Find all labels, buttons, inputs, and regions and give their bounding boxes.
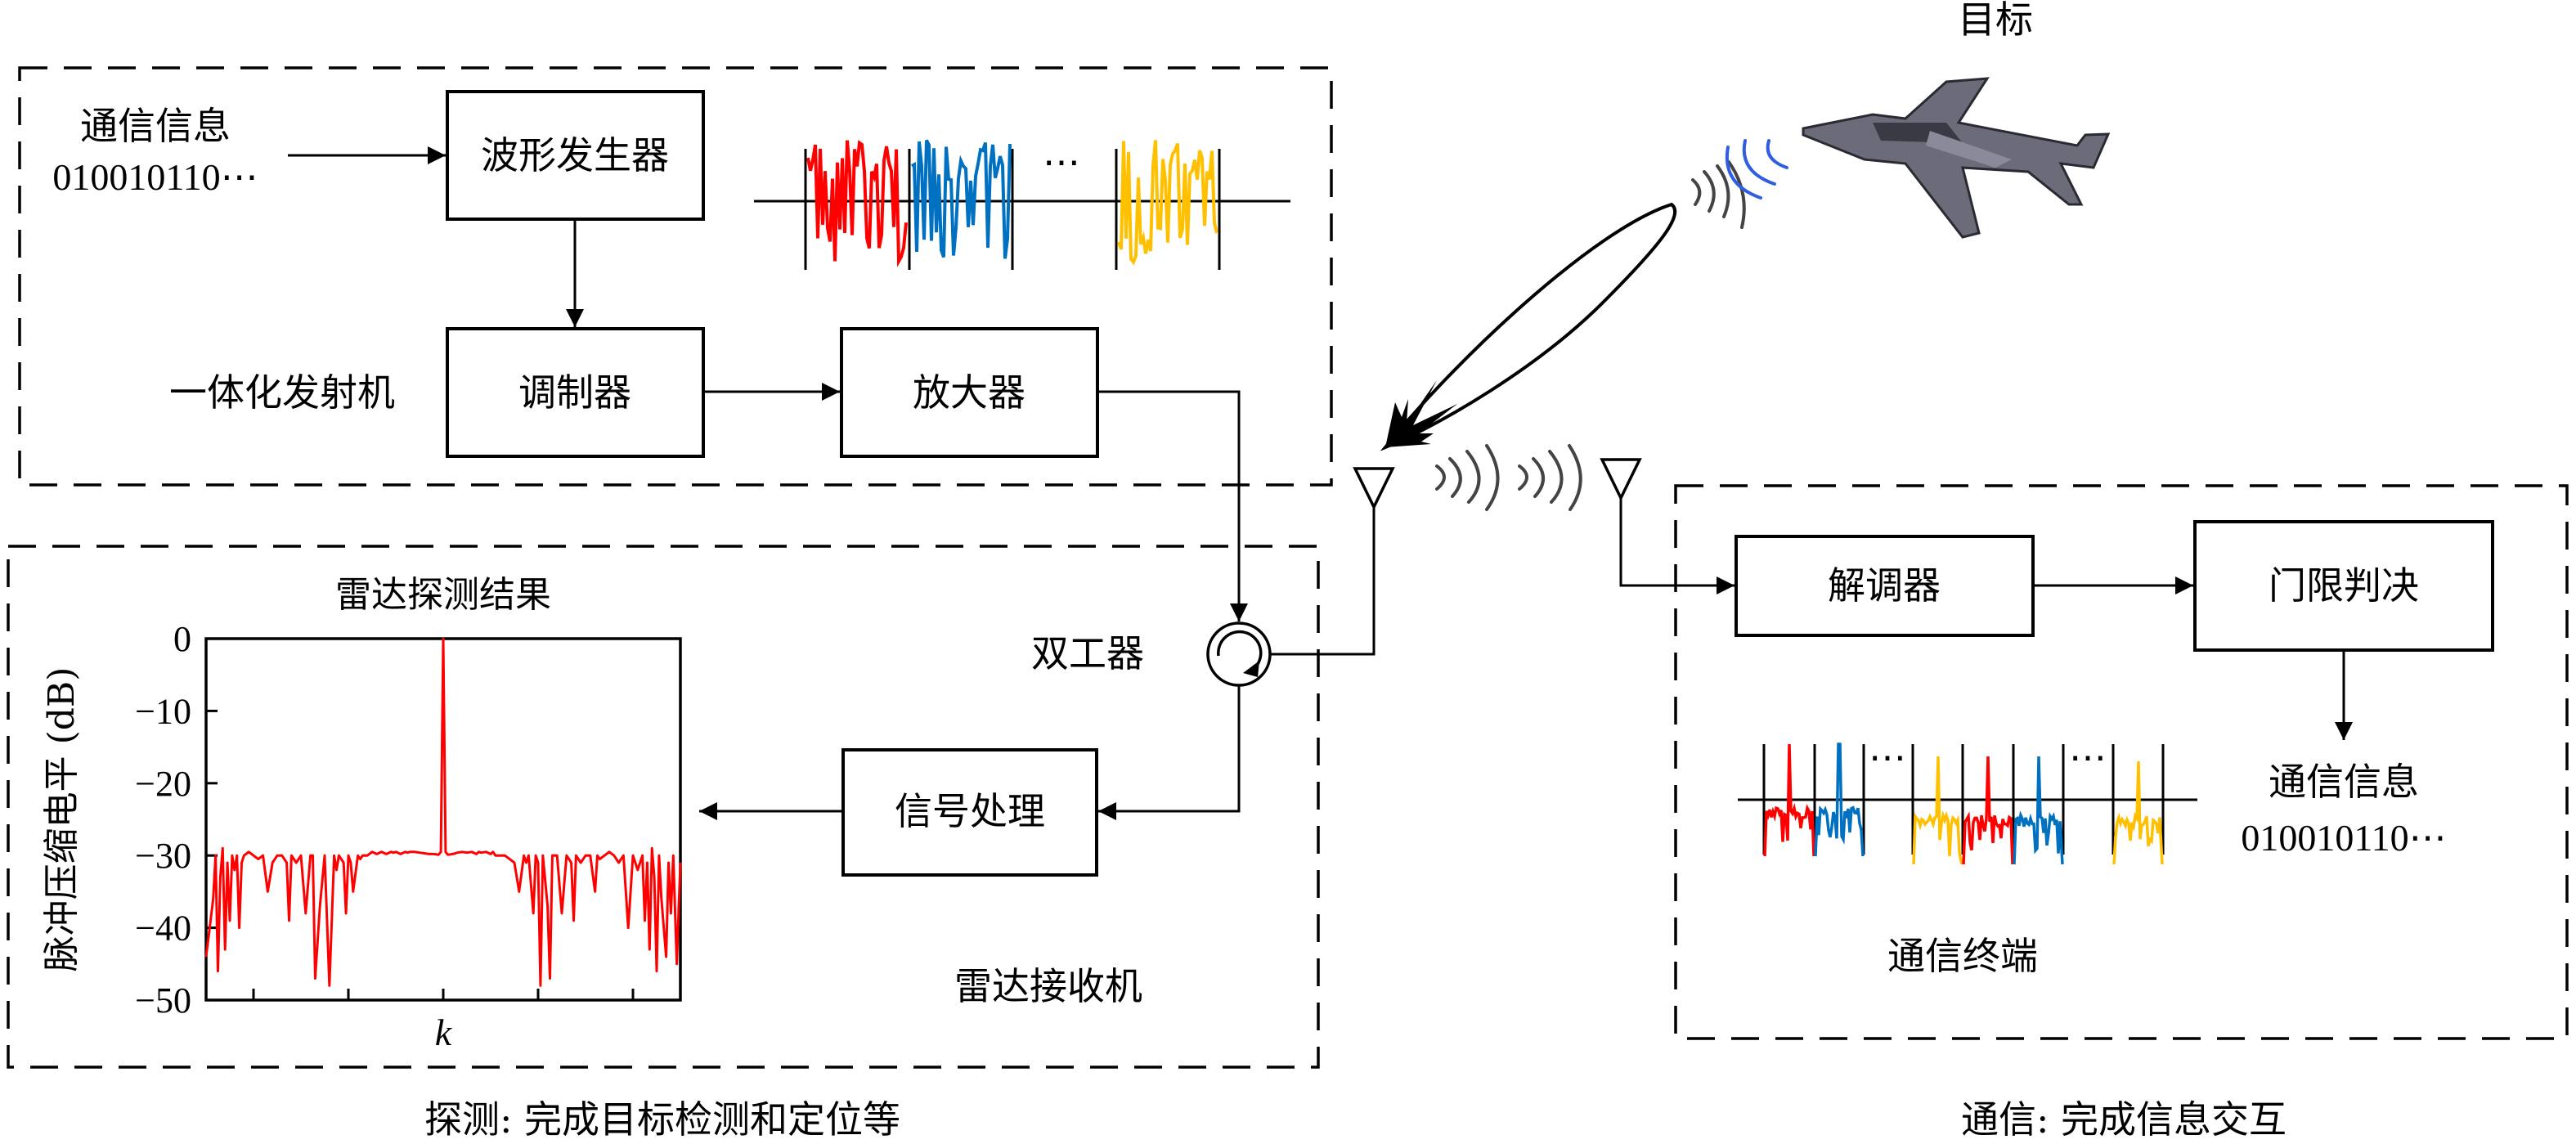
- caption-communication: 通信: 完成信息交互: [1961, 1097, 2287, 1142]
- tx-waveform-burst: [806, 140, 908, 267]
- chart-series-line: [204, 637, 682, 987]
- caption-detection: 探测: 完成目标检测和定位等: [424, 1097, 900, 1142]
- rx-pulse-illustration: ⋯ ⋯: [1738, 737, 2197, 865]
- rx-pulse-output: [1763, 743, 1815, 857]
- comm-terminal-label: 通信终端: [1887, 934, 2038, 978]
- chart-ytick-label: −40: [135, 908, 191, 949]
- tx-waveform-illustration: ⋯: [754, 139, 1290, 270]
- tx-waveform-burst: [910, 139, 1012, 259]
- circulator-icon: [1206, 621, 1272, 687]
- tx-waveform-burst: [1117, 140, 1218, 266]
- rx-output-title: 通信信息: [2269, 760, 2419, 804]
- modulator-label: 调制器: [518, 370, 631, 415]
- rx-ellipsis-2: ⋯: [2069, 737, 2107, 778]
- tx-input-title: 通信信息: [80, 104, 231, 148]
- chart-xlabel: k: [435, 1012, 453, 1053]
- tx-waveform-ellipsis: ⋯: [1043, 141, 1080, 183]
- radar-detection-chart: 雷达探测结果 0 −10 −20 −30 −40 −50 脉冲压缩电平 (dB) k: [41, 574, 682, 1053]
- demodulator-label: 解调器: [1828, 563, 1941, 608]
- threshold-decision-label: 门限判决: [2269, 563, 2419, 608]
- wire-amplifier-to-duplexer: [1097, 390, 1248, 621]
- receiver-group: 双工器 信号处理 雷达接收机 雷达探测结果 0 −10 −20 −30 −40 −50 脉…: [7, 507, 1376, 1069]
- rx-output-bits: 010010110⋯: [2241, 817, 2446, 859]
- rx-pulse-output: [2112, 760, 2164, 865]
- transmitter-group: 通信信息 010010110⋯ 波形发生器 一体化发射机 调制器 放大器 ⋯: [18, 66, 1333, 487]
- rx-pulse-output: [1814, 742, 1865, 857]
- radar-beam-icon: [1384, 202, 1677, 449]
- target-label: 目标: [1958, 0, 2033, 42]
- chart-ytick-label: −30: [135, 836, 191, 876]
- aircraft-icon: 目标: [1802, 0, 2111, 239]
- chart-ytick-label: −10: [135, 691, 191, 731]
- radio-waves-icon: [1435, 444, 1582, 511]
- signal-processing-label: 信号处理: [895, 789, 1045, 833]
- waveform-generator-block[interactable]: 波形发生器: [446, 90, 705, 221]
- duplexer-label: 双工器: [1031, 631, 1144, 675]
- signal-processing-block[interactable]: 信号处理: [841, 748, 1098, 877]
- chart-ylabel: 脉冲压缩电平 (dB): [41, 667, 83, 972]
- comm-terminal-group: 解调器 门限判决 通信信息 010010110⋯ ⋯ ⋯ 通信终端: [1674, 484, 2569, 1040]
- modulator-block[interactable]: 调制器: [446, 327, 705, 458]
- chart-ytick-label: −50: [135, 980, 191, 1021]
- amplifier-label: 放大器: [913, 370, 1025, 415]
- wire-duplexer-to-antenna: [1270, 507, 1376, 656]
- waveform-generator-label: 波形发生器: [481, 133, 669, 177]
- antenna-rx-icon: [1600, 458, 1735, 594]
- rx-pulse-output: [1962, 756, 2014, 865]
- transmitter-boundary: [18, 66, 1333, 487]
- chart-ytick-label: −20: [135, 764, 191, 804]
- chart-ytick-label: 0: [173, 619, 191, 659]
- rx-ellipsis-1: ⋯: [1869, 737, 1906, 778]
- wire-duplexer-to-signal-processing: [1098, 685, 1241, 820]
- rx-pulse-output: [2013, 756, 2064, 865]
- demodulator-block[interactable]: 解调器: [1735, 535, 2035, 637]
- receiver-boundary: [7, 545, 1320, 1069]
- transmitter-label: 一体化发射机: [169, 370, 395, 415]
- threshold-decision-block[interactable]: 门限判决: [2193, 520, 2494, 652]
- tx-input-bits: 010010110⋯: [52, 156, 258, 198]
- echo-waves-icon: [1691, 139, 1788, 229]
- amplifier-block[interactable]: 放大器: [840, 327, 1099, 458]
- chart-title: 雷达探测结果: [335, 574, 551, 616]
- receiver-label: 雷达接收机: [954, 964, 1142, 1008]
- rx-pulse-output: [1912, 756, 1963, 865]
- comm-terminal-boundary: [1674, 484, 2569, 1040]
- antenna-tx-icon: [1353, 467, 1395, 510]
